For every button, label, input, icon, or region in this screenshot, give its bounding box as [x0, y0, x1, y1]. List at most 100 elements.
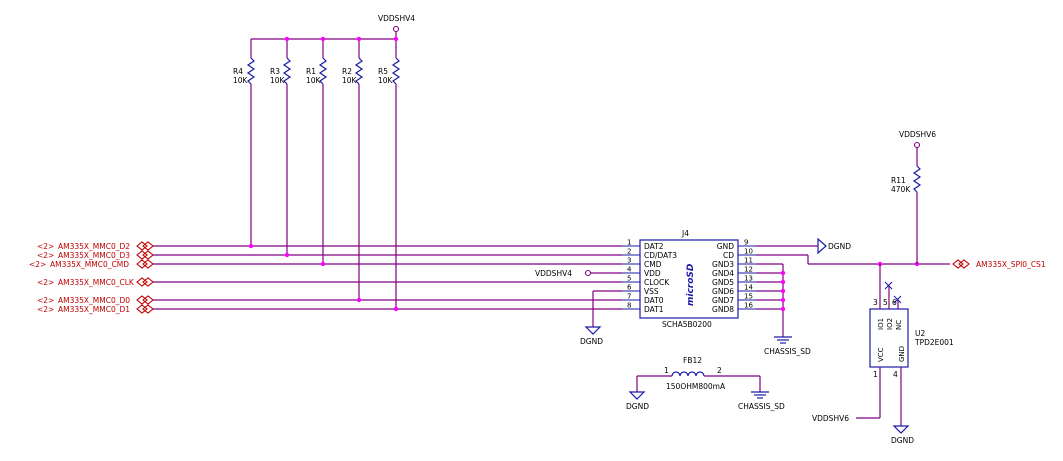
j4-pin-number: 11	[744, 257, 753, 265]
dgnd-right-label: DGND	[828, 242, 851, 251]
ferrite-fb12[interactable]: FB12 1 2 150OHM800mA DGND CHASSIS_SD	[626, 356, 785, 411]
u2-part: TPD2E001	[914, 338, 954, 347]
u2-pin-num: 4	[893, 370, 898, 379]
fb12-value: 150OHM800mA	[666, 382, 726, 391]
junction-dot	[284, 252, 290, 258]
r2-value: 10K	[342, 76, 358, 85]
j4-pin-name: CMD	[644, 260, 662, 269]
dgnd-u2-label: DGND	[891, 436, 914, 445]
cmd-net-label: AM335X_MMC0_CMD	[50, 260, 129, 269]
j4-body	[639, 239, 739, 319]
vddshv4-pin-label: VDDSHV4	[535, 269, 572, 278]
j4-pin-number: 2	[627, 248, 631, 256]
junction-dot	[248, 243, 254, 249]
offpage-net-clk[interactable]: <2> AM335X_MMC0_CLK	[37, 277, 622, 287]
d3-net-label: AM335X_MMC0_D3	[58, 251, 130, 260]
offpage-connector-icon	[142, 250, 154, 260]
j4-pin-name: DAT2	[644, 242, 664, 251]
u2-pin-num: 5	[883, 298, 888, 307]
u2-ref: U2	[915, 329, 925, 338]
offpage-connector-icon	[952, 259, 964, 269]
d2-net-label: AM335X_MMC0_D2	[58, 242, 130, 251]
vddshv4-port-symbol	[584, 269, 592, 277]
j4-pin-name: CLOCK	[644, 278, 670, 287]
u2-pin-name: NC	[895, 320, 903, 330]
j4-chassis-ground: CHASSIS_SD	[756, 263, 811, 356]
vddshv4-top-label: VDDSHV4	[378, 14, 415, 23]
inductor-icon	[671, 371, 705, 377]
vddshv6-top-label: VDDSHV6	[899, 130, 936, 139]
j4-pin-name: VDD	[644, 269, 661, 278]
offpage-net-d2[interactable]: <2> AM335X_MMC0_D2	[37, 241, 622, 251]
j4-pin-name: CD/DAT3	[644, 251, 677, 260]
offpage-net-d3[interactable]: <2> AM335X_MMC0_D3	[37, 250, 622, 260]
cmd-io-marker: <2>	[29, 260, 46, 269]
j4-microsd-label: microSD	[686, 263, 696, 306]
j4-pin-number: 15	[744, 293, 753, 301]
vddshv6-port-symbol	[913, 141, 921, 149]
junction-dot	[356, 36, 362, 42]
offpage-connector-icon	[136, 250, 148, 260]
resistor-r3: R3 10K	[270, 39, 292, 255]
junction-dot	[320, 36, 326, 42]
j4-pin-name: DAT0	[644, 296, 664, 305]
ground-icon	[584, 326, 602, 335]
cs1-net-label: AM335X_SPI0_CS1	[976, 260, 1046, 269]
d0-net-label: AM335X_MMC0_D0	[58, 296, 130, 305]
u2-pin-num: 6	[892, 298, 897, 307]
j4-ref: J4	[681, 229, 689, 238]
d2-io-marker: <2>	[37, 242, 54, 251]
j4-pin-number: 14	[744, 284, 753, 292]
chassis-fb-label: CHASSIS_SD	[738, 402, 785, 411]
r11-ref: R11	[891, 176, 906, 185]
offpage-connector-icon	[142, 277, 154, 287]
j4-pin-number: 10	[744, 248, 753, 256]
ic-u2[interactable]: U2 TPD2E001 3 5 6 IO1 IO2 NC VCC GND 1 4…	[812, 264, 954, 445]
r4-value: 10K	[233, 76, 249, 85]
j4-pin-number: 4	[627, 266, 632, 274]
junction-dot	[320, 261, 326, 267]
u2-body	[869, 308, 909, 368]
d1-io-marker: <2>	[37, 305, 54, 314]
offpage-connector-icon	[136, 304, 148, 314]
r5-value: 10K	[378, 76, 394, 85]
r1-value: 10K	[306, 76, 322, 85]
offpage-net-d0[interactable]: <2> AM335X_MMC0_D0	[37, 295, 622, 305]
junction-dot	[356, 297, 362, 303]
j4-pin-name: GND8	[712, 305, 734, 314]
clk-net-label: AM335X_MMC0_CLK	[58, 278, 135, 287]
resistor-r11: VDDSHV6 R11 470K	[891, 130, 936, 264]
vss-ground: DGND	[580, 290, 622, 346]
j4-pin-number: 6	[627, 284, 632, 292]
offpage-connector-icon	[142, 241, 154, 251]
vddshv6-bottom-label: VDDSHV6	[812, 414, 849, 423]
chassis-conn-label: CHASSIS_SD	[764, 347, 811, 356]
offpage-connector-icon	[142, 304, 154, 314]
offpage-net-d1[interactable]: <2> AM335X_MMC0_D1	[37, 304, 622, 314]
resistor-r4: R4 10K	[233, 39, 256, 246]
u2-pin-num: 3	[873, 298, 878, 307]
j4-pin-name: CD	[723, 251, 734, 260]
ground-icon	[892, 425, 910, 434]
j4-pin-number: 5	[627, 275, 631, 283]
r2-ref: R2	[342, 67, 352, 76]
dgnd-fb-label: DGND	[626, 402, 649, 411]
offpage-net-cmd[interactable]: <2> AM335X_MMC0_CMD	[29, 259, 622, 269]
r3-ref: R3	[270, 67, 280, 76]
j4-pin-number: 1	[627, 239, 631, 247]
d1-net-label: AM335X_MMC0_D1	[58, 305, 130, 314]
fb12-ref: FB12	[683, 356, 702, 365]
cd-net[interactable]: AM335X_SPI0_CS1	[756, 254, 1046, 269]
u2-pin-name: GND	[898, 346, 906, 362]
u2-pin-name: IO1	[877, 318, 885, 330]
vddshv4-port-symbol	[392, 25, 400, 33]
fb12-pin2: 2	[717, 366, 722, 375]
offpage-connector-icon	[136, 295, 148, 305]
r1-ref: R1	[306, 67, 316, 76]
d3-io-marker: <2>	[37, 251, 54, 260]
offpage-connector-icon	[958, 259, 970, 269]
fb12-pin1: 1	[664, 366, 669, 375]
